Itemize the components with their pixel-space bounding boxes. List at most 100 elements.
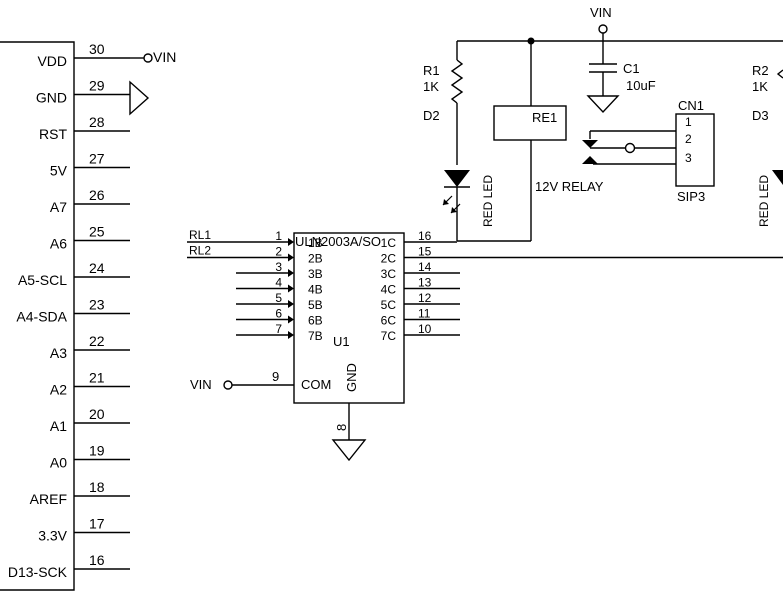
- uln-input-net-label: RL1: [189, 228, 211, 242]
- relay-coil: [493, 105, 567, 141]
- uln-input-pin-num: 6: [275, 307, 282, 321]
- led-d2: D2 RED LED: [423, 108, 531, 242]
- header-pin-name: 3.3V: [38, 528, 67, 544]
- header-pin-number: 18: [89, 479, 105, 495]
- uln-input-arrow: [288, 269, 294, 277]
- header-pin-name: A1: [50, 418, 67, 434]
- header-pin-name: A3: [50, 345, 67, 361]
- header-pin-name: A4-SDA: [16, 309, 67, 325]
- uln-input-pin-name: 7B: [308, 329, 323, 343]
- connector-cn1: CN1 1 2 3 SIP3: [590, 98, 715, 204]
- uln-input-pin-num: 2: [275, 245, 282, 259]
- uln-com-pin-num: 9: [272, 369, 279, 384]
- uln-input-pin-num: 1: [275, 229, 282, 243]
- header-pin-name: AREF: [30, 491, 67, 507]
- d2-ref: D2: [423, 108, 440, 123]
- gnd-symbol-uln: [331, 439, 367, 462]
- resistor-r1: R1 1K: [423, 41, 464, 165]
- uln-input-pin-name: 4B: [308, 283, 323, 297]
- uln-input-pin-name: 1B: [308, 236, 323, 250]
- header-pin-name: A2: [50, 382, 67, 398]
- c1-value: 10uF: [626, 78, 656, 93]
- re1-ref: RE1: [532, 110, 557, 125]
- uln-input-pin-num: 4: [275, 276, 282, 290]
- r2-ref: R2: [752, 63, 769, 78]
- header-pin-number: 27: [89, 151, 105, 167]
- uln-input-arrow: [288, 284, 294, 293]
- uln-output-pin-name: 5C: [381, 298, 397, 312]
- header-pin-number: 21: [89, 370, 105, 386]
- header-pin-number: 22: [89, 333, 105, 349]
- r2-value: 1K: [752, 79, 768, 94]
- uln-gnd-label: GND: [344, 363, 359, 392]
- uln-output-pin-num: 14: [418, 260, 432, 274]
- uln-output-pin-name: 6C: [381, 314, 397, 328]
- header-pin-name: D13-SCK: [8, 564, 68, 580]
- uln-output-pin-name: 7C: [381, 329, 397, 343]
- uln-input-arrow: [288, 238, 294, 246]
- uln-input-pin-name: 2B: [308, 252, 323, 266]
- header-pin-number: 26: [89, 187, 105, 203]
- vin-terminal-header: VIN: [130, 49, 176, 65]
- uln-input-arrow: [288, 300, 294, 308]
- r1-value: 1K: [423, 79, 439, 94]
- arduino-header: 30VDD29GND28RST275V26A725A624A5-SCL23A4-…: [0, 41, 130, 591]
- cn1-pin-1: 1: [685, 115, 692, 129]
- header-pin-name: A7: [50, 199, 67, 215]
- uln-gnd-pin-num: 8: [334, 424, 349, 431]
- uln-ref-label: U1: [333, 334, 350, 349]
- uln-input-pin-name: 5B: [308, 298, 323, 312]
- uln-output-pin-name: 2C: [381, 252, 397, 266]
- vin-port-circle: [223, 380, 233, 390]
- vin-port-circle: [143, 53, 153, 63]
- d3-ref: D3: [752, 108, 769, 123]
- uln-output-pin-num: 12: [418, 291, 432, 305]
- uln-input-arrow: [288, 331, 294, 339]
- header-pin-number: 24: [89, 260, 105, 276]
- d2-type: RED LED: [481, 175, 495, 227]
- cn1-pin-3: 3: [685, 151, 692, 165]
- uln-output-pin-name: 1C: [381, 236, 397, 250]
- uln-output-pin-num: 16: [418, 229, 432, 243]
- header-pin-name: A5-SCL: [18, 272, 67, 288]
- led-d2-triangle: [444, 170, 470, 187]
- relay-contacts: [582, 131, 636, 164]
- cn1-body: [675, 113, 715, 187]
- header-pin-number: 16: [89, 552, 105, 568]
- cn1-ref: CN1: [678, 98, 704, 113]
- header-pin-name: VDD: [37, 53, 67, 69]
- header-pin-number: 30: [89, 41, 105, 57]
- uln-com-label: COM: [301, 377, 331, 392]
- header-pin-name: A6: [50, 236, 67, 252]
- gnd-symbol-c1: [586, 95, 620, 114]
- uln-input-pin-num: 3: [275, 260, 282, 274]
- resistor-r2: R2 1K: [752, 63, 783, 94]
- uln-output-pin-name: 3C: [381, 267, 397, 281]
- header-pin-number: 25: [89, 224, 105, 240]
- vin-port-circle: [598, 24, 608, 34]
- led-d3: D3 RED LED: [752, 108, 783, 227]
- gnd-symbol-header: [129, 80, 150, 116]
- c1-ref: C1: [623, 61, 640, 76]
- uln-input-pin-num: 5: [275, 291, 282, 305]
- header-pin-number: 29: [89, 78, 105, 94]
- uln-input-net-label: RL2: [189, 244, 211, 258]
- uln-output-pin-name: 4C: [381, 283, 397, 297]
- vin-label-header: VIN: [153, 49, 176, 65]
- header-pin-name: A0: [50, 455, 67, 471]
- uln-output-pin-num: 11: [418, 307, 431, 321]
- d3-type: RED LED: [757, 175, 771, 227]
- r1-ref: R1: [423, 63, 440, 78]
- vin-label-uln: VIN: [190, 377, 212, 392]
- vin-rail: VIN: [457, 5, 783, 45]
- header-pin-number: 20: [89, 406, 105, 422]
- capacitor-c1: C1 10uF: [586, 41, 656, 114]
- header-pin-number: 17: [89, 516, 105, 532]
- relay-re1: RE1 12V RELAY: [493, 41, 604, 241]
- uln-output-pin-num: 13: [418, 276, 432, 290]
- vin-label-top: VIN: [590, 5, 612, 20]
- uln-input-arrow: [288, 315, 294, 324]
- header-pin-number: 19: [89, 443, 105, 459]
